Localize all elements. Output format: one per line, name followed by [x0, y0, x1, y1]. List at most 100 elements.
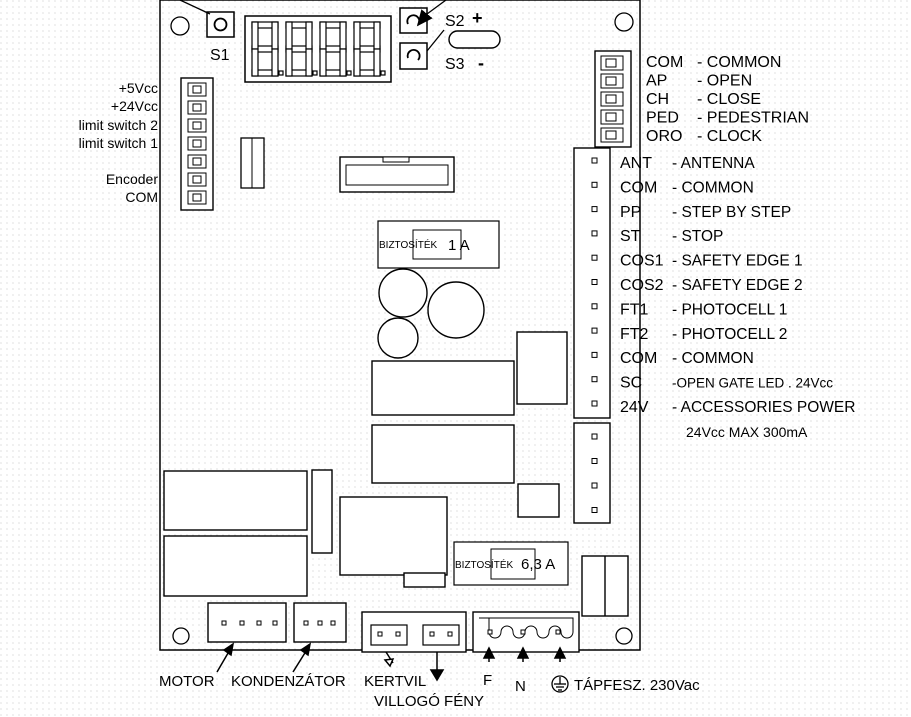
connector-pin — [187, 154, 207, 169]
connector-pin — [447, 631, 453, 637]
top-connector-desc: - CLOSE — [697, 91, 761, 108]
s2-plus-sign: + — [472, 8, 483, 28]
display-digit — [251, 21, 284, 77]
bottom-arrows — [216, 642, 567, 682]
terminal-code: 24V — [620, 399, 649, 416]
top-connector-code: CH — [646, 91, 669, 108]
connector-pin — [600, 109, 624, 125]
lamp-connector — [361, 611, 467, 653]
terminal-screw — [591, 376, 598, 383]
transformer — [339, 496, 448, 588]
connector-pin — [187, 82, 207, 97]
top-connector-desc: - CLOCK — [697, 128, 762, 145]
encoder-label: +24Vcc — [111, 98, 158, 114]
fuse-2 — [453, 541, 569, 586]
terminal-screw — [591, 279, 598, 285]
ground-icon — [551, 675, 569, 693]
top-connector-code: COM — [646, 54, 683, 71]
encoder-label: +5Vcc — [119, 80, 158, 96]
n-label: N — [515, 678, 526, 695]
connector-pin — [487, 629, 493, 635]
top-connector-code: AP — [646, 73, 667, 90]
s3-button[interactable] — [399, 29, 445, 70]
fuse-1 — [377, 220, 500, 269]
relays — [371, 331, 568, 518]
terminal-desc: - COMMON — [672, 179, 754, 196]
connector-pin — [256, 620, 262, 626]
connector-pin — [429, 631, 435, 637]
s2-label: S2 — [445, 13, 465, 30]
varistor-pair — [581, 555, 629, 617]
terminal-screw — [591, 327, 598, 334]
terminal-code: PP — [620, 204, 641, 221]
terminal-code: COS2 — [620, 277, 664, 294]
top-connector-desc: - PEDESTRIAN — [697, 110, 809, 127]
s2-button[interactable] — [399, 0, 447, 34]
connector-pin — [395, 631, 401, 637]
terminal-code: SC — [620, 375, 642, 392]
accessories-note: 24Vcc MAX 300mA — [686, 424, 808, 440]
top-connector-code: ORO — [646, 128, 682, 145]
f-label: F — [483, 672, 492, 689]
terminal-block — [573, 147, 611, 419]
connector-pin — [330, 620, 336, 626]
terminal-screw — [591, 254, 598, 261]
terminal-screw — [591, 458, 598, 464]
terminal-screw — [591, 157, 598, 164]
motor-connector — [207, 602, 287, 643]
display-digit — [319, 21, 352, 77]
encoder-label: COM — [125, 189, 158, 205]
kertvil-label: KERTVIL — [364, 673, 426, 690]
s3-minus-sign: - — [478, 53, 484, 73]
connector-pin — [187, 136, 207, 151]
terminal-desc: -OPEN GATE LED . 24Vcc — [672, 376, 833, 391]
terminal-desc: - STOP — [672, 228, 723, 245]
terminal-screw — [591, 400, 598, 407]
terminal-code: COS1 — [620, 253, 664, 270]
terminal-desc: - SAFETY EDGE 2 — [672, 277, 803, 294]
villogo-label: VILLOGÓ FÉNY — [374, 693, 484, 710]
kondenzator-label: KONDENZÁTOR — [231, 673, 346, 690]
terminal-screw — [591, 181, 598, 188]
terminal-screw — [591, 507, 598, 513]
power-relays — [163, 469, 333, 597]
oval-pad — [448, 30, 501, 49]
tapfesz-label: TÁPFESZ. 230Vac — [574, 677, 700, 694]
fuse-2-value: 6,3 A — [521, 556, 555, 573]
encoder-connector — [180, 77, 214, 211]
terminal-screw — [591, 303, 598, 310]
connector-pin — [377, 631, 383, 637]
terminal-screw — [591, 351, 598, 358]
terminal-screw — [591, 230, 598, 237]
connector-pin — [272, 620, 278, 626]
terminal-code: FT2 — [620, 326, 649, 343]
terminal-code: COM — [620, 179, 657, 196]
connector-pin — [187, 172, 207, 187]
terminal-screw — [591, 482, 598, 489]
motor-label: MOTOR — [159, 673, 215, 690]
display-digit — [353, 21, 386, 77]
ic-chip — [339, 156, 455, 193]
capacitors — [377, 268, 485, 359]
power-connector — [472, 611, 580, 653]
seven-segment-display — [244, 15, 392, 83]
terminal-code: FT1 — [620, 301, 649, 318]
lower-terminal-block — [573, 422, 611, 524]
terminal-desc: - ANTENNA — [672, 155, 755, 172]
top-right-connector — [594, 50, 632, 148]
terminal-desc: - COMMON — [672, 350, 754, 367]
mounting-holes — [170, 12, 634, 645]
connector-pin — [187, 100, 207, 115]
connector-pin — [239, 620, 245, 626]
connector-pin — [317, 620, 323, 626]
small-component — [240, 137, 265, 189]
terminal-desc: - PHOTOCELL 1 — [672, 301, 787, 318]
encoder-label: Encoder — [106, 171, 158, 187]
terminal-code: COM — [620, 350, 657, 367]
connector-pin — [187, 118, 207, 133]
s1-button[interactable] — [179, 0, 235, 38]
terminal-desc: - PHOTOCELL 2 — [672, 326, 787, 343]
